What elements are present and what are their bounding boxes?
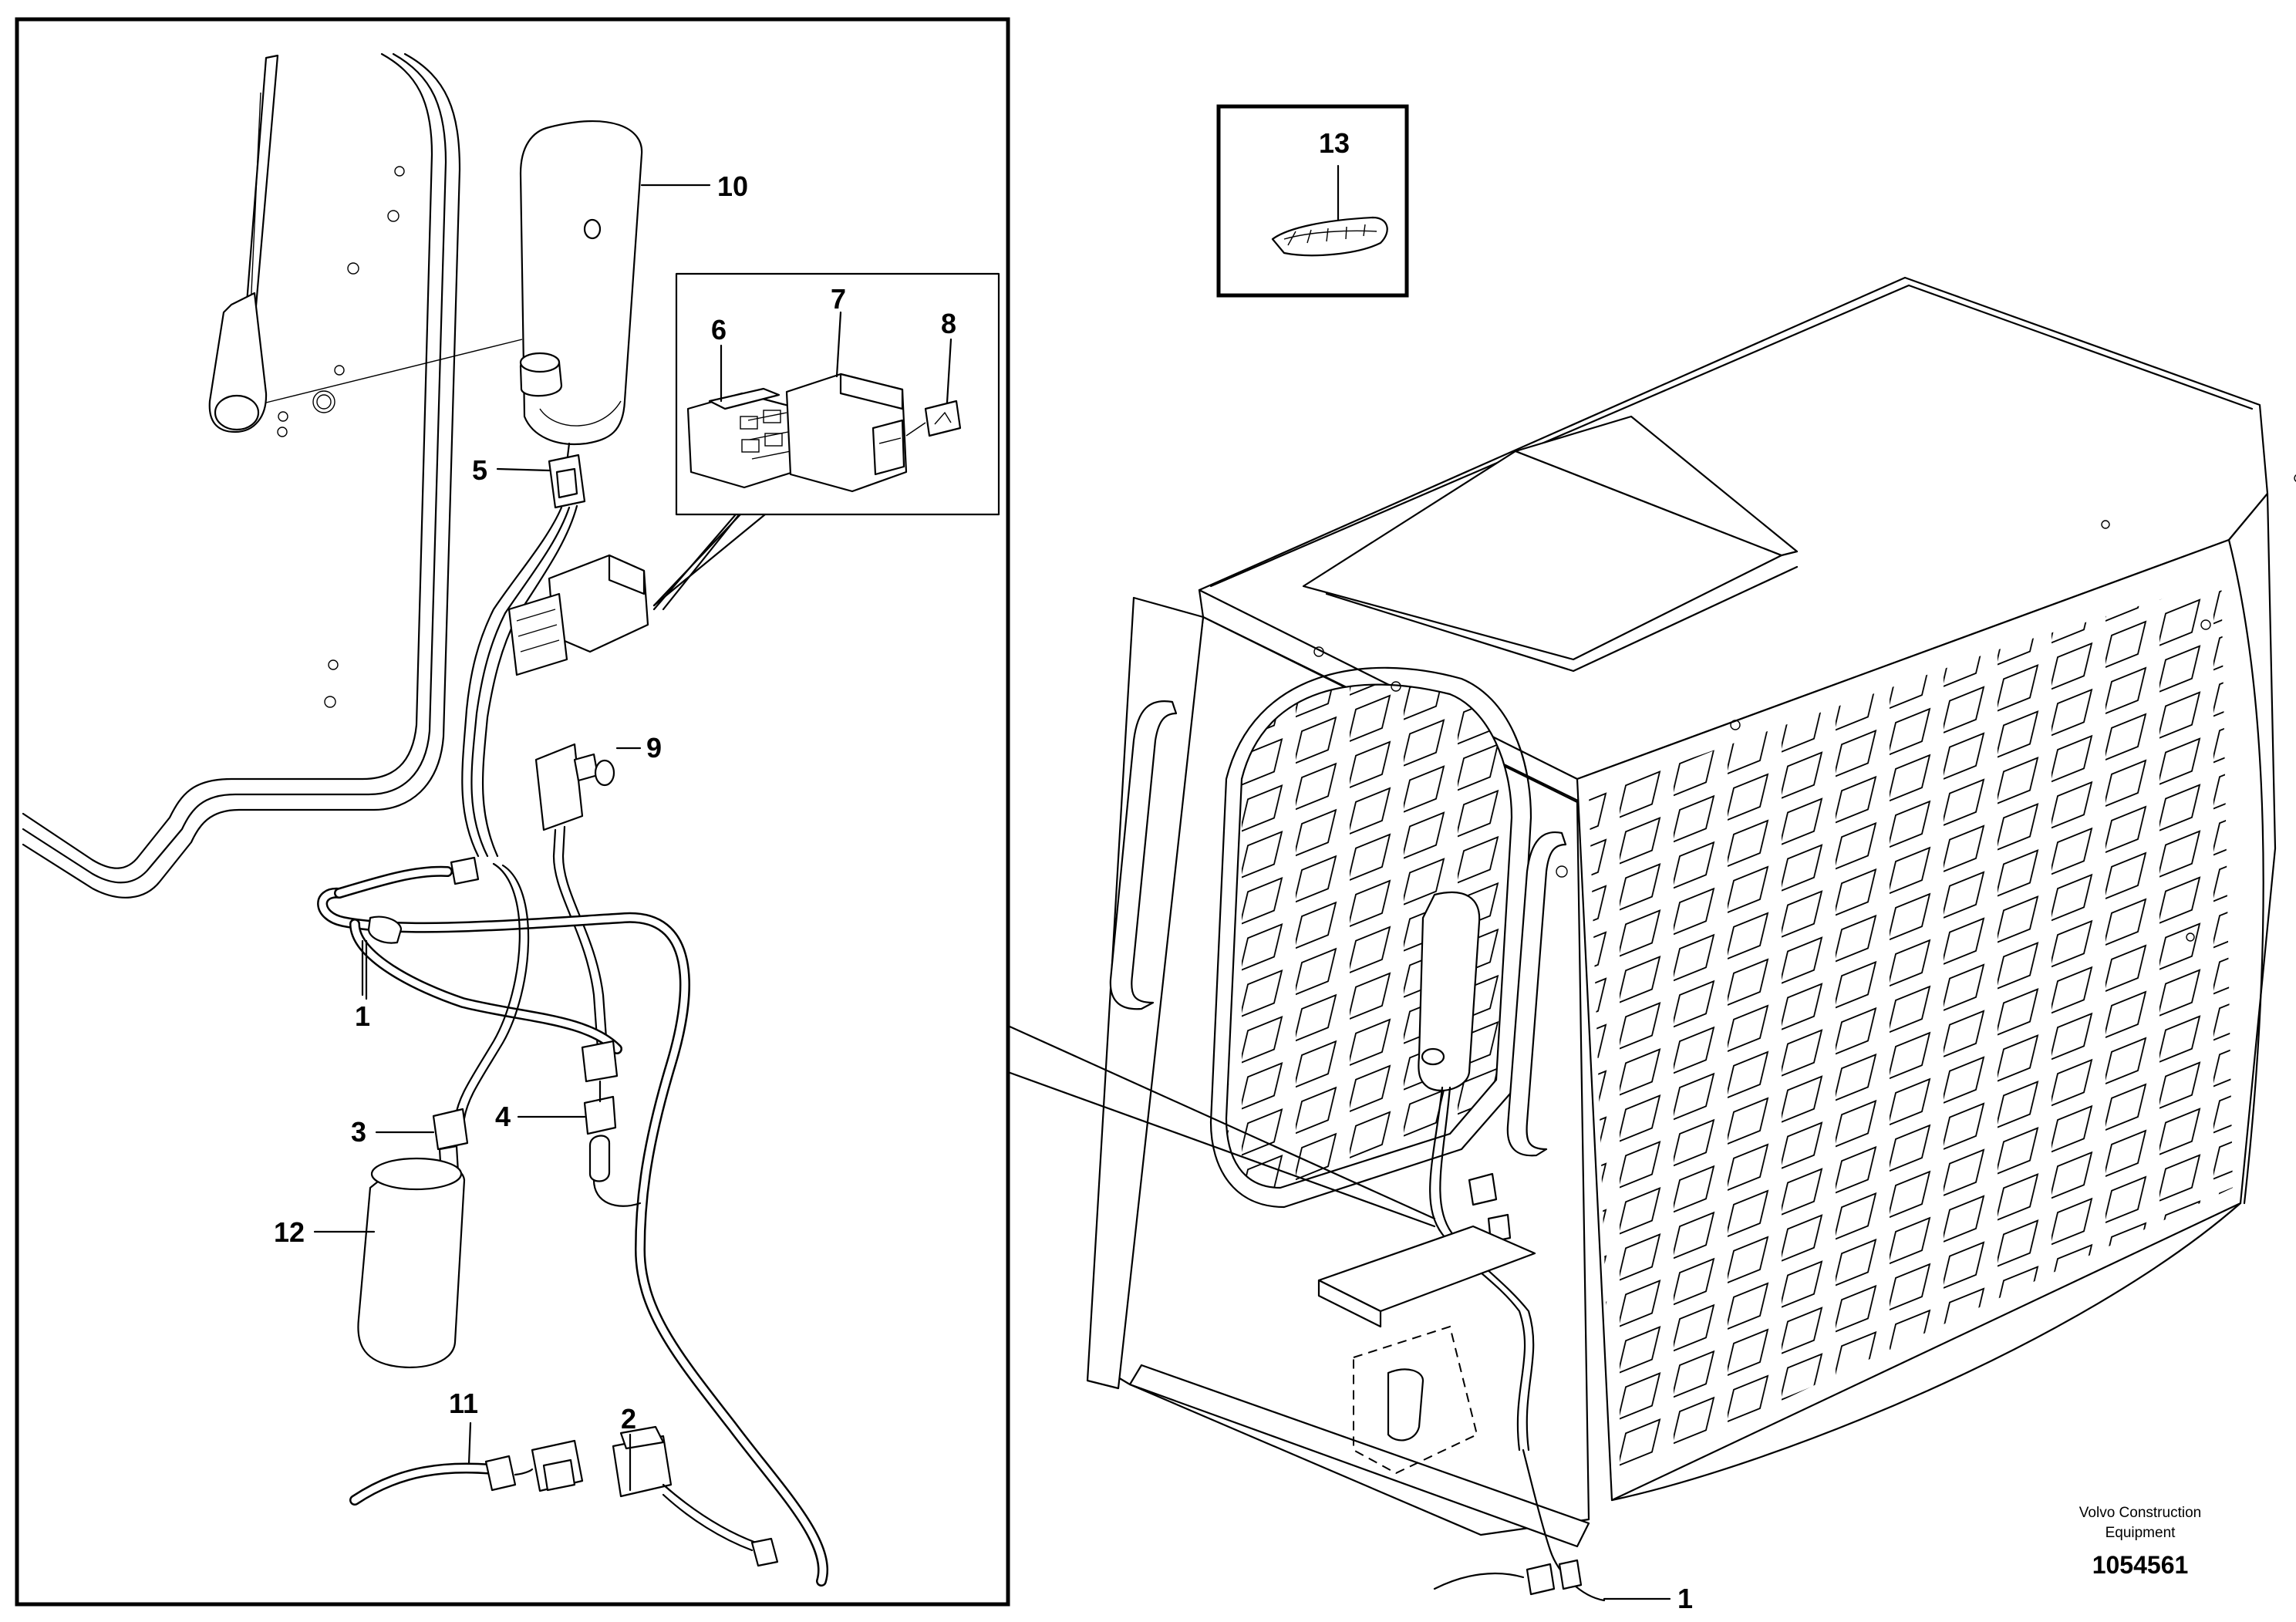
callout-6: 6 (711, 314, 727, 346)
capacitor-part-12 (313, 862, 530, 1368)
callout-10: 10 (717, 170, 748, 202)
document-number: 1054561 (2092, 1551, 2189, 1579)
connector-part-2-and-11 (349, 1421, 779, 1567)
cable-tie-box-part-13 (1216, 104, 1409, 298)
brand-line-1: Volvo Construction (2079, 1505, 2201, 1521)
connector-part-4 (517, 1040, 642, 1207)
callout-12: 12 (274, 1216, 305, 1248)
brand-line-2: Equipment (2106, 1525, 2176, 1541)
switch-assembled (507, 508, 742, 676)
detail-view (15, 17, 1010, 1607)
detail-frame (15, 17, 1010, 1607)
wiper-arm (208, 54, 523, 433)
callout-13: 13 (1319, 127, 1350, 159)
callout-4: 4 (495, 1101, 511, 1132)
callout-5: 5 (472, 454, 487, 486)
wiper-motor-part-10 (519, 120, 711, 445)
footer: Volvo Construction Equipment 1054561 (2079, 1505, 2201, 1579)
cab-assembly (1086, 276, 2296, 1602)
callout-labels: 10 6 7 8 5 9 1 3 4 12 11 2 13 1 (274, 127, 1693, 1614)
switch-kit-box (652, 272, 1000, 607)
door-frame (22, 52, 461, 899)
callout-7: 7 (831, 283, 846, 315)
callout-2: 2 (621, 1403, 636, 1435)
connector-part-5 (461, 442, 586, 858)
callout-8: 8 (941, 308, 956, 339)
zoom-pointer (1006, 1024, 1436, 1228)
callout-11: 11 (449, 1388, 478, 1419)
callout-9: 9 (646, 732, 662, 764)
harness-part-1 (317, 856, 828, 1587)
callout-1-cab: 1 (1677, 1583, 1693, 1614)
callout-1: 1 (355, 1000, 370, 1032)
callout-3: 3 (351, 1116, 366, 1148)
limit-switch-part-9 (534, 743, 642, 1050)
